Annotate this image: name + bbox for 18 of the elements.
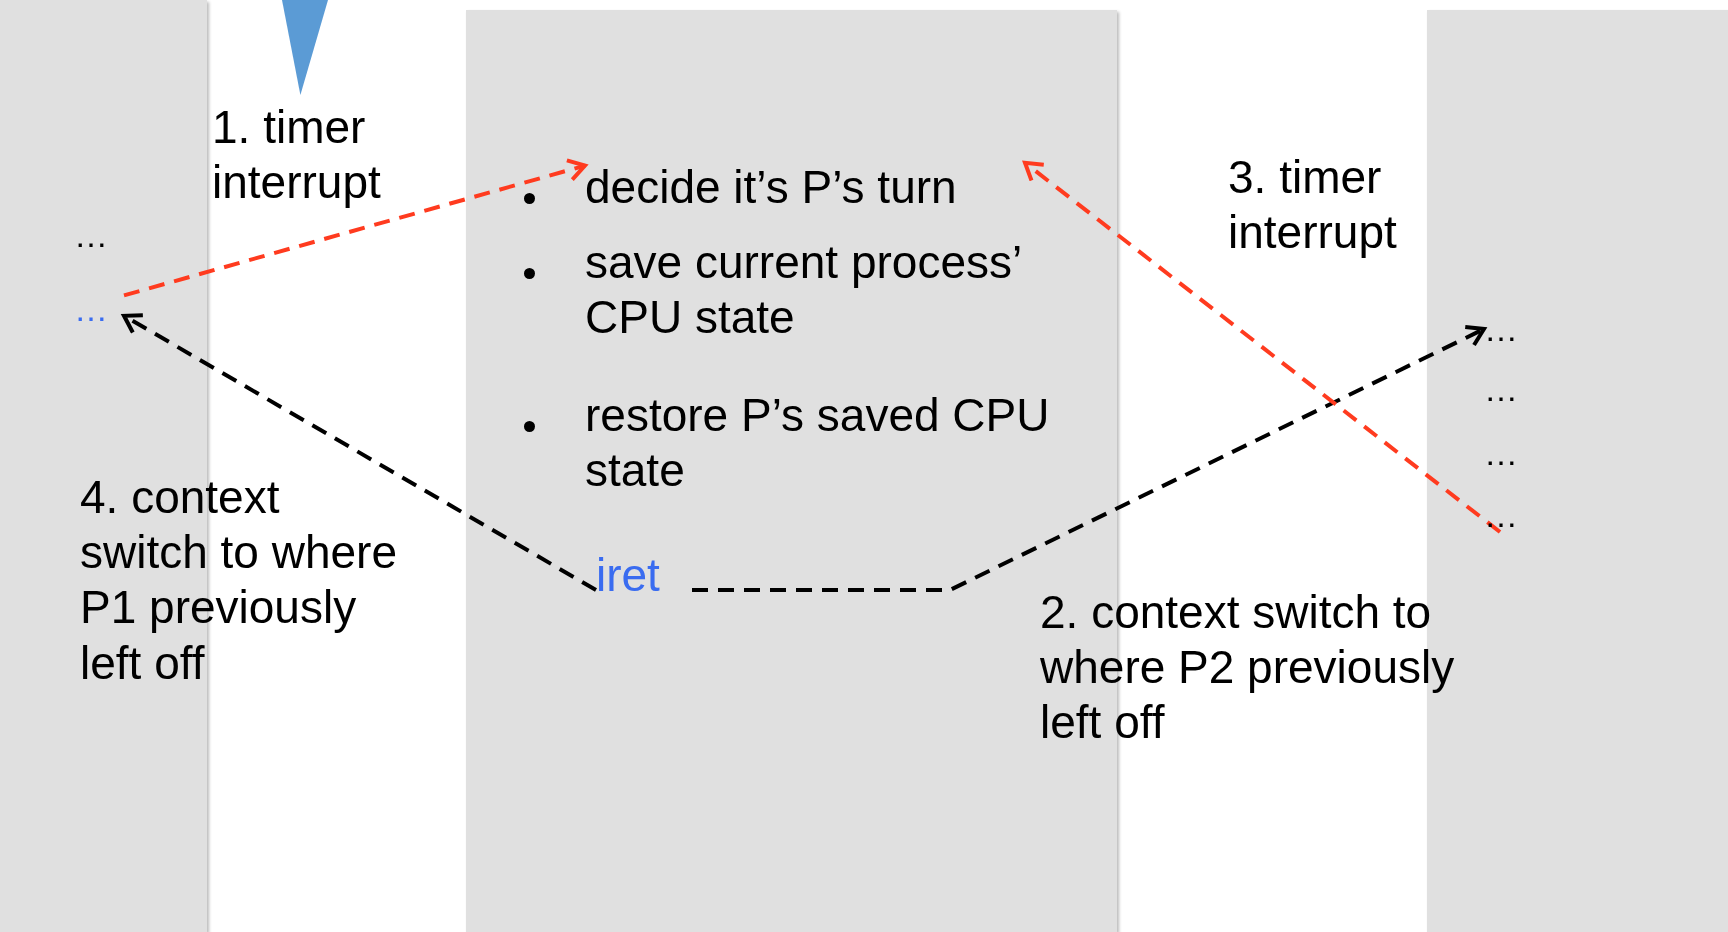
ellipsis-text: … [1484, 312, 1524, 346]
ellipsis-text: … [74, 292, 124, 326]
bullet-item: restore P’s saved CPU state [585, 388, 1065, 500]
instruction-text: iret [596, 548, 692, 604]
bullet-item: save current process’ CPU state [585, 235, 1065, 347]
edge-label: 3. timer interrupt [1228, 150, 1398, 261]
dashed-arrow [1023, 160, 1502, 534]
ellipsis-text: … [1484, 372, 1524, 406]
dashed-arrow [692, 325, 1486, 592]
edge-label: 4. context switch to where P1 previously left off [80, 470, 398, 691]
dashed-arrow [123, 158, 587, 298]
edge-label: 2. context switch to where P2 previously left off [1040, 585, 1456, 751]
edge-label: 1. timer interrupt [212, 100, 382, 211]
ellipsis-text: … [1484, 498, 1524, 532]
ellipsis-text: … [74, 218, 118, 252]
bullet-item: decide it’s P’s turn [585, 160, 1025, 216]
ellipsis-text: … [1484, 436, 1524, 470]
dashed-arrow [122, 313, 597, 592]
